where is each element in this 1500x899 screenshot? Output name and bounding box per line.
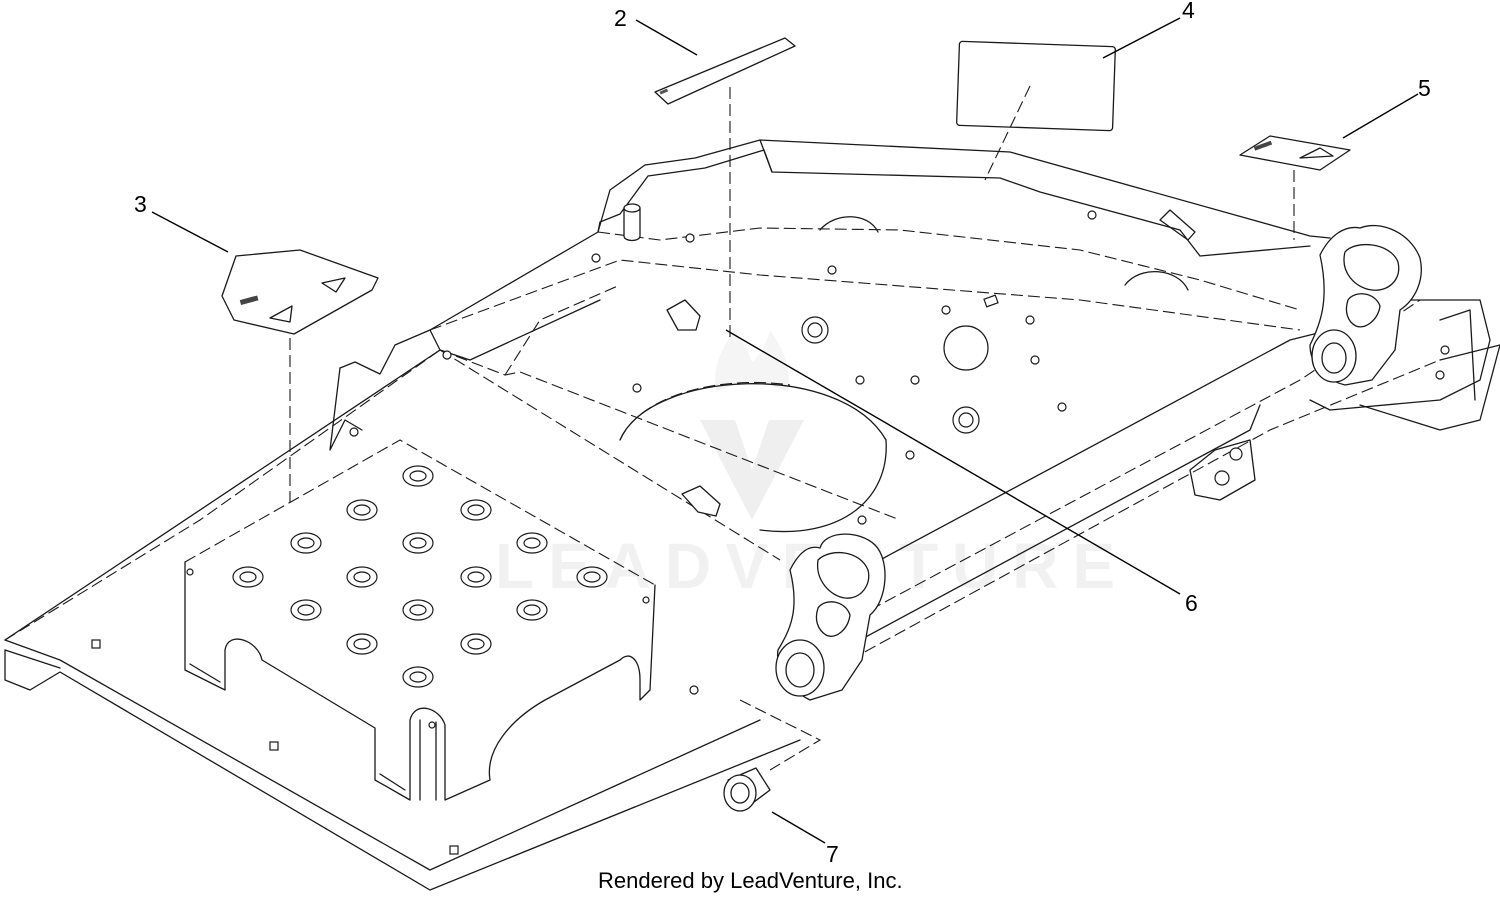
leader-lines xyxy=(151,17,1419,844)
bushing-7 xyxy=(723,767,771,812)
traction-bumps xyxy=(232,465,608,688)
rendered-by-credit: Rendered by LeadVenture, Inc. xyxy=(598,868,903,893)
decal-4 xyxy=(956,40,1116,132)
foot-platform xyxy=(184,439,656,801)
callout-6: 6 xyxy=(1185,590,1198,616)
callout-2: 2 xyxy=(614,5,627,31)
callout-3: 3 xyxy=(134,191,147,217)
callout-4: 4 xyxy=(1182,0,1195,23)
decal-5 xyxy=(1239,135,1351,171)
callout-5: 5 xyxy=(1418,75,1431,101)
rear-axle-mount xyxy=(1309,224,1422,386)
frame-holes xyxy=(91,210,1097,855)
decal-2 xyxy=(654,37,796,105)
decal-3 xyxy=(221,249,379,335)
frame-posts xyxy=(623,203,721,517)
callout-7: 7 xyxy=(826,841,839,867)
front-axle-mount xyxy=(775,533,886,701)
